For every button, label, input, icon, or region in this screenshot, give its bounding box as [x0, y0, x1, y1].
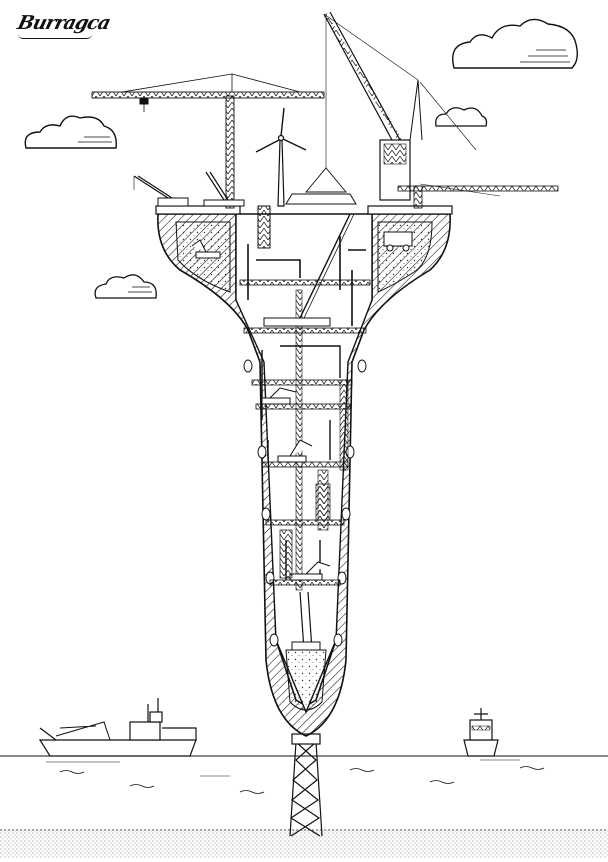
tower-crane-right	[397, 183, 559, 209]
cloud-mid-right	[435, 107, 488, 127]
ship-right	[463, 708, 499, 757]
tower-crane-left	[91, 73, 325, 209]
cloud-top-right	[452, 18, 579, 69]
top-deck	[155, 193, 453, 259]
artist-signature: Burragca	[15, 12, 112, 42]
cloud-lower-left	[94, 274, 157, 299]
signature-underline	[18, 34, 92, 39]
luffing-crane-main	[305, 11, 477, 201]
seabed	[0, 830, 608, 858]
interior-levels	[239, 213, 371, 651]
support-tower	[289, 733, 323, 837]
wind-turbine	[255, 107, 307, 207]
cloud-left	[24, 115, 117, 149]
sea	[0, 755, 608, 794]
ship-left	[38, 698, 197, 757]
cone-structure	[157, 213, 451, 737]
signature-text: Burragca	[15, 12, 113, 34]
crawler-crane-left	[133, 171, 245, 207]
